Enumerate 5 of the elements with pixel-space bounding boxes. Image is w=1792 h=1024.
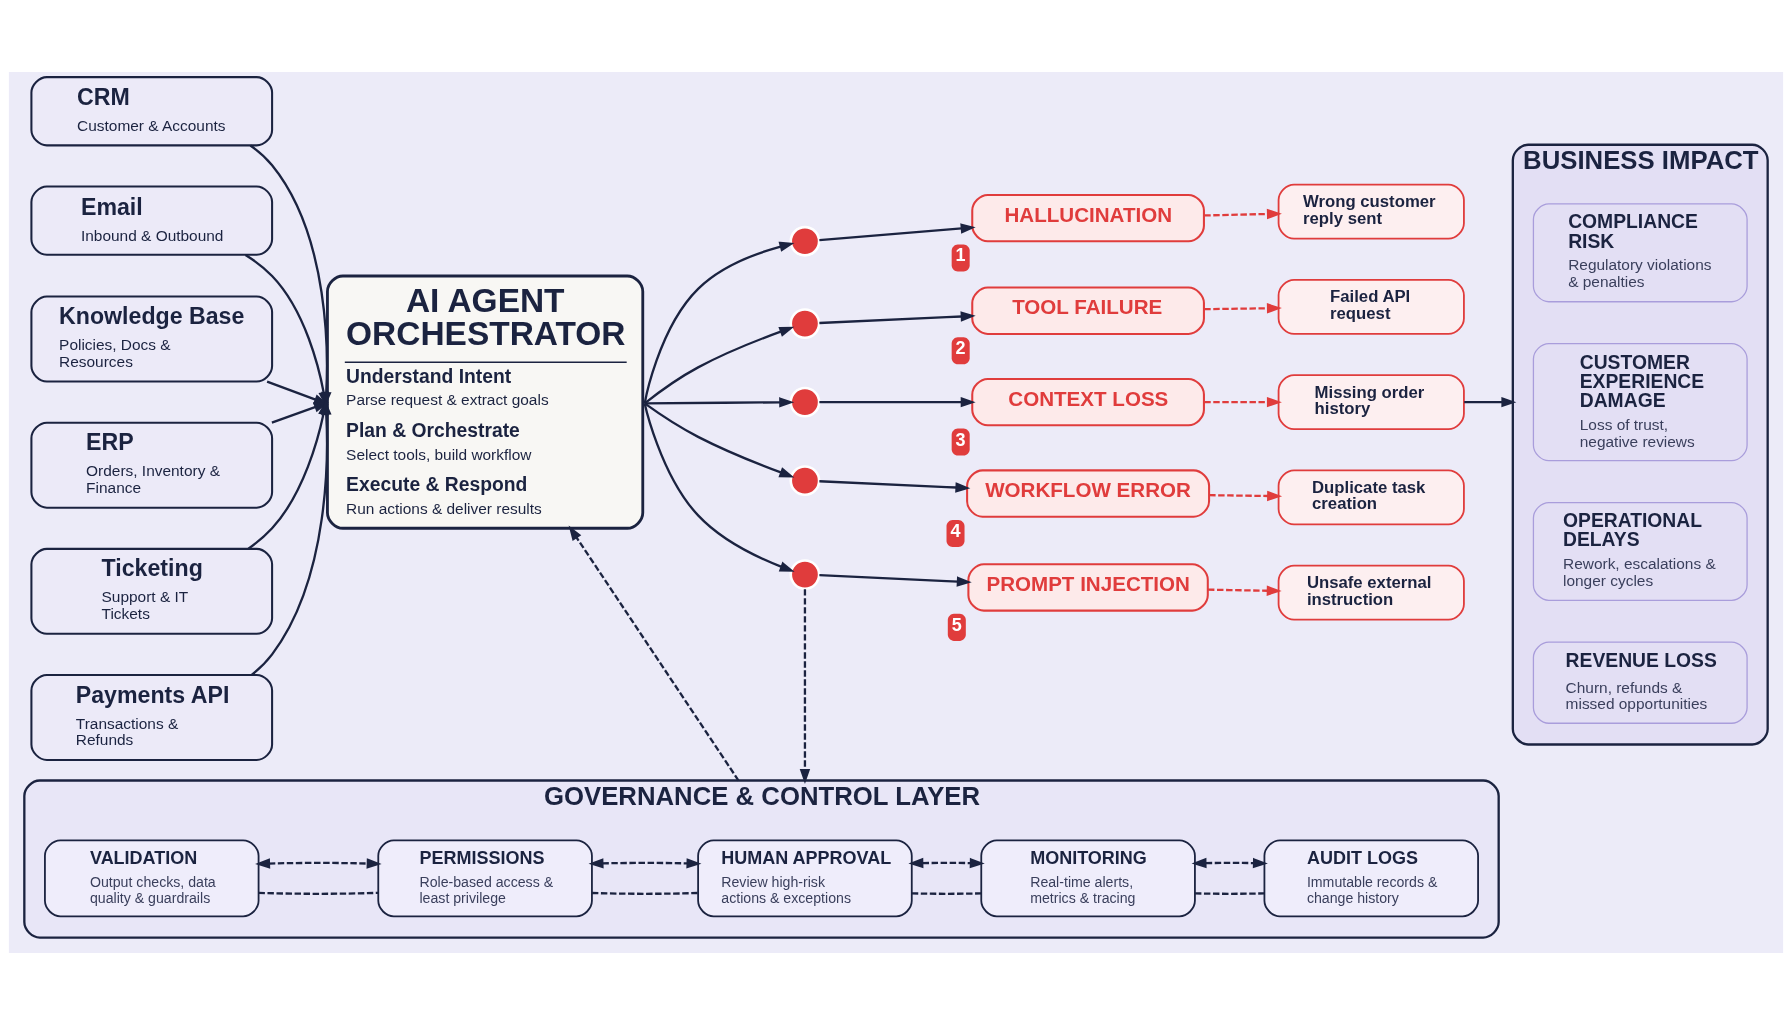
- node-label: 2: [955, 337, 966, 358]
- node-label: 3: [955, 429, 966, 450]
- node-label: 4: [950, 520, 961, 541]
- node-label: 5: [951, 614, 962, 635]
- node-label: 1: [955, 244, 966, 265]
